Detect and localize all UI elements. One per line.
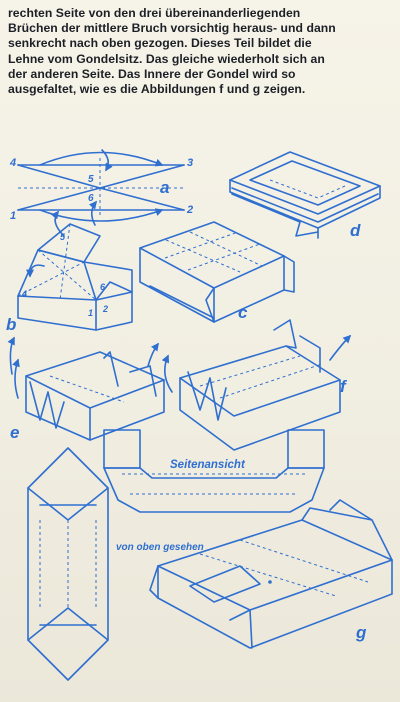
instruction-paragraph: rechten Seite von den drei übereinanderl…	[8, 6, 392, 97]
paragraph-line-5: der anderen Seite. Das Innere der Gondel…	[8, 66, 296, 81]
emphasis-word: vorsichtig	[170, 21, 230, 36]
diagram-b: 5 4 6 1 2 b	[6, 210, 133, 334]
diagram-a-number-6: 6	[88, 193, 94, 204]
diagram-b-number-4: 4	[21, 289, 27, 299]
diagram-g: g	[149, 499, 393, 649]
diagram-c: c	[139, 221, 295, 323]
diagram-d: d	[229, 151, 381, 240]
diagram-f-label: f	[340, 377, 348, 396]
side-view-diagram: Seitenansicht	[103, 429, 325, 513]
diagram-b-number-1: 1	[88, 308, 93, 318]
paragraph-line-1: rechten Seite von den drei übereinanderl…	[8, 6, 301, 20]
diagram-e-label: e	[10, 423, 19, 442]
diagram-b-number-6: 6	[100, 282, 106, 292]
diagram-d-label: d	[350, 221, 361, 240]
diagram-a-number-3: 3	[187, 157, 193, 169]
paragraph-line-2: Brüchen der mittlere Bruch vorsichtig he…	[8, 21, 392, 36]
diagram-b-number-5: 5	[60, 232, 66, 242]
paragraph-line-4: Lehne vom Gondelsitz. Das gleiche wieder…	[8, 51, 325, 66]
diagram-e: e	[7, 336, 165, 442]
side-view-caption: Seitenansicht	[170, 459, 246, 471]
diagram-b-number-2: 2	[102, 304, 108, 314]
paragraph-line-2-a: Brüchen der mittlere Bruch	[8, 21, 171, 36]
diagram-a-number-1: 1	[10, 210, 16, 222]
diagram-a-number-5: 5	[88, 174, 94, 185]
diagram-c-label: c	[238, 303, 248, 322]
diagram-a-label: a	[160, 178, 169, 197]
top-view-diagram: von oben gesehen	[27, 447, 204, 681]
diagram-g-label: g	[355, 623, 367, 642]
paragraph-line-2-b: heraus- und dann	[229, 21, 336, 36]
diagram-b-label: b	[6, 315, 16, 334]
paragraph-line-6: ausgefaltet, wie es die Abbildungen f un…	[8, 82, 306, 97]
diagram-f: f	[161, 319, 352, 451]
paragraph-line-3: senkrecht nach oben gezogen. Dieses Teil…	[8, 36, 312, 51]
top-view-caption: von oben gesehen	[116, 542, 204, 553]
diagram-a-number-4: 4	[9, 157, 16, 169]
diagram-a-number-2: 2	[186, 204, 193, 216]
diagram-a: 4 1 3 2 5 6 a	[9, 149, 193, 226]
